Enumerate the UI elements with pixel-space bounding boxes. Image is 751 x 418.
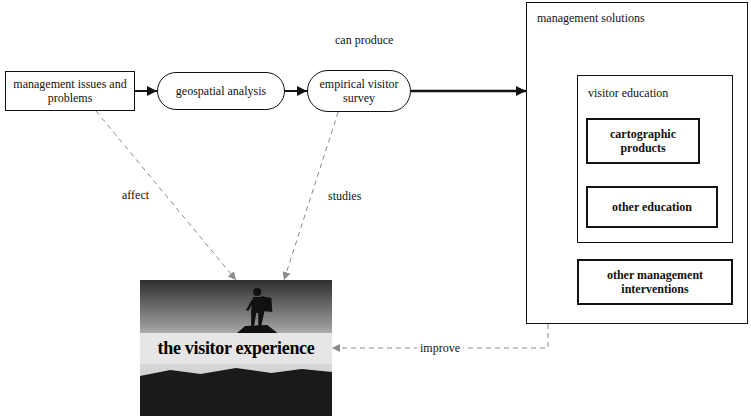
process-pill: geospatial analysis: [157, 72, 285, 110]
education-group: visitor education cartographic products ot…: [577, 75, 733, 243]
node-text: management issues and problems: [11, 77, 129, 106]
education-box: other education: [586, 186, 718, 228]
edge-label: affect: [119, 188, 152, 202]
flow-arrow: [285, 90, 307, 92]
flow-arrow: [135, 90, 157, 92]
edge-label: studies: [325, 189, 364, 203]
dashed-arrow: [96, 111, 236, 280]
issue-box: management issues and problems: [5, 71, 135, 111]
edge-label: improve: [417, 341, 463, 355]
intervention-box: other management interventions: [577, 259, 733, 305]
note-label: can produce: [332, 33, 396, 47]
process-pill: empirical visitor survey: [307, 70, 411, 112]
node-text: visitor education: [588, 86, 722, 100]
photo-title: the visitor experience: [157, 338, 314, 359]
photo-panel: the visitor experience: [140, 280, 332, 416]
node-text: empirical visitor survey: [318, 77, 400, 106]
flow-arrow: [411, 90, 526, 93]
node-text: cartographic products: [593, 127, 693, 156]
node-text: geospatial analysis: [176, 84, 266, 98]
node-text: other education: [612, 200, 692, 214]
solutions-panel: management solutions visitor education car…: [526, 2, 748, 324]
node-text: other management interventions: [584, 268, 726, 297]
product-box: cartographic products: [586, 118, 700, 164]
node-text: management solutions: [537, 11, 737, 25]
